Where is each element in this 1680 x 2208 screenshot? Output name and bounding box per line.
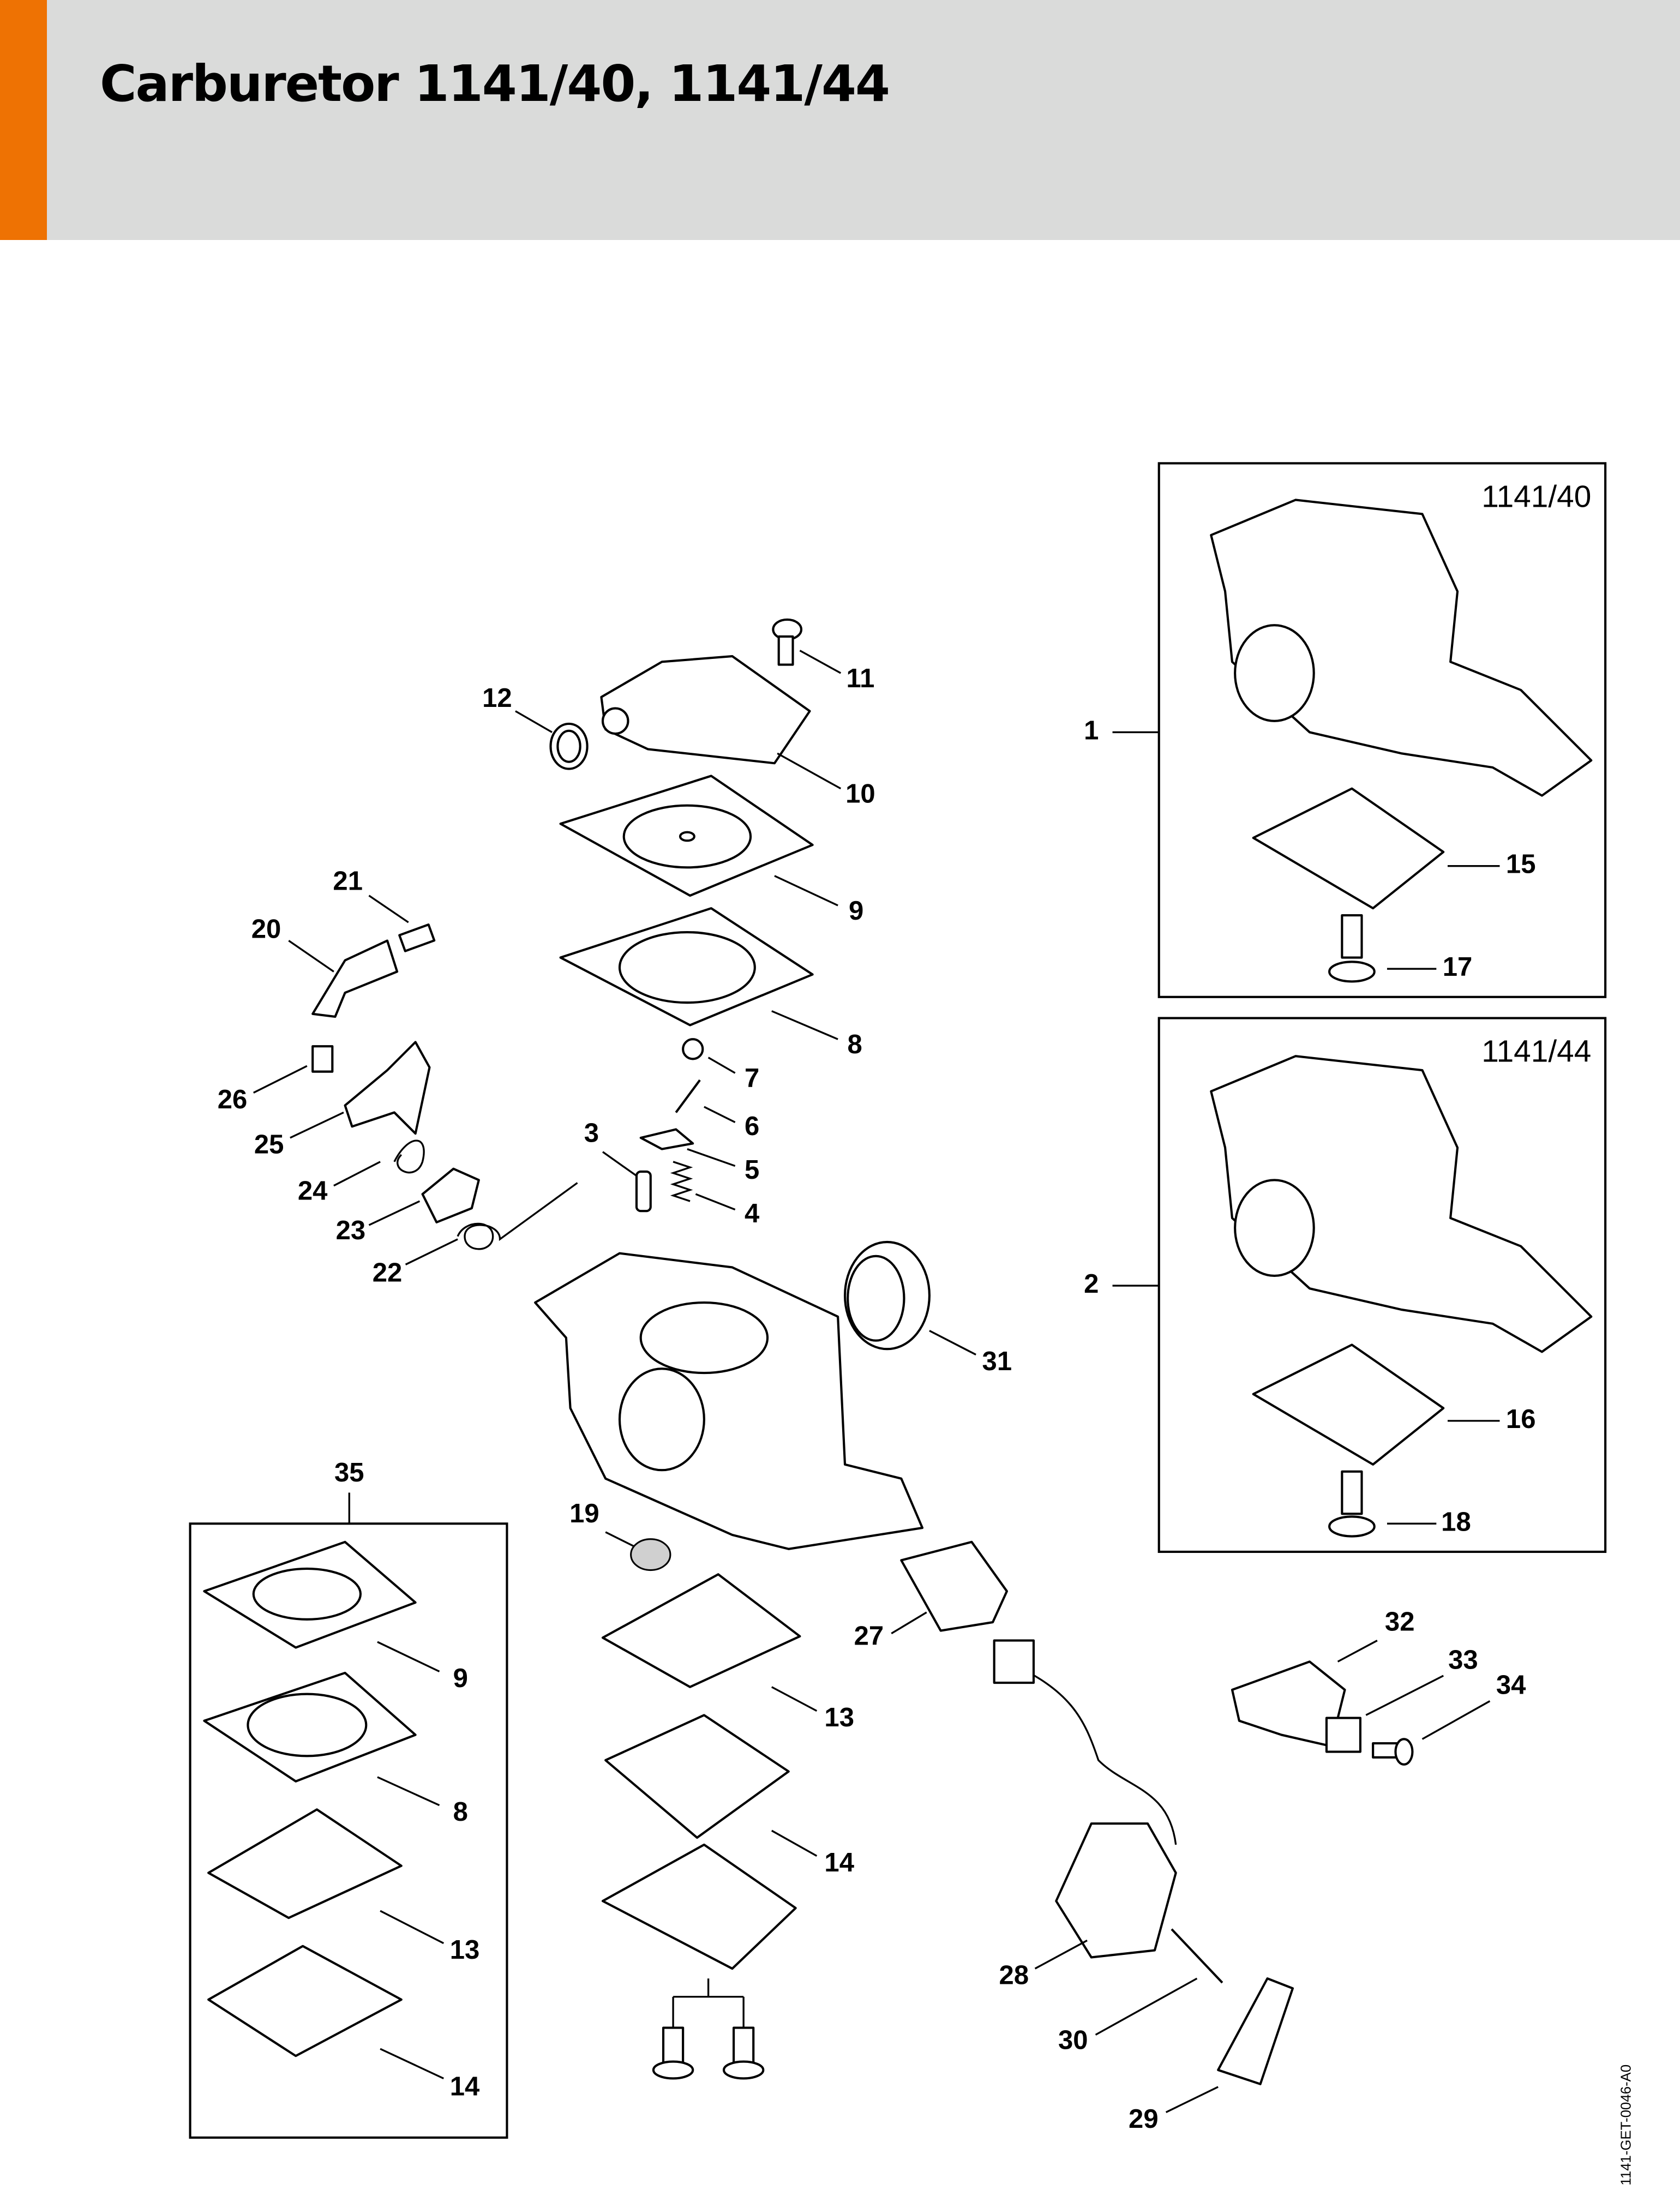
spring-4 (670, 1161, 693, 1202)
torsion-spring-22 (457, 1182, 578, 1250)
screw-18 (1328, 1470, 1376, 1538)
screw-11-icon (772, 618, 803, 666)
metering-cover-15 (1252, 787, 1445, 910)
page-title: Carburetor 1141/40, 1141/44 (100, 55, 890, 113)
screw-34 (1372, 1738, 1414, 1766)
lever-20 (311, 939, 399, 1018)
gasket-14 (604, 1714, 790, 1839)
callout-8: 8 (847, 1030, 862, 1059)
callout-30: 30 (1058, 2025, 1088, 2055)
callout-29: 29 (1129, 2104, 1159, 2134)
variant-label-1141-44: 1141/44 (1481, 1035, 1591, 1069)
carburetor-body (534, 1252, 924, 1550)
callout-33: 33 (1448, 1645, 1478, 1675)
callout-16: 16 (1506, 1405, 1536, 1434)
callout-3: 3 (584, 1119, 599, 1148)
drawing-code: 1141-GET-0046-A0 (1619, 2065, 1634, 2186)
screws-bottom (652, 2026, 765, 2080)
kit-callout-9: 9 (453, 1664, 468, 1693)
kit-diaphragm-13 (207, 1808, 403, 1919)
callout-24: 24 (298, 1177, 328, 1206)
parts (203, 499, 1593, 2085)
clip-23 (421, 1167, 480, 1223)
page-header: Carburetor 1141/40, 1141/44 (0, 0, 1680, 240)
callout-5: 5 (745, 1155, 759, 1185)
screw-30 (1171, 1928, 1223, 1984)
module-28 (1055, 1822, 1177, 1959)
filter-19 (630, 1538, 671, 1571)
screw-7 (682, 1038, 704, 1060)
clip-29 (1217, 1977, 1294, 2085)
needle-3 (635, 1170, 652, 1213)
callout-28: 28 (999, 1961, 1029, 1990)
callout-12: 12 (482, 683, 512, 713)
callout-27: 27 (854, 1621, 884, 1651)
diaphragm-13 (601, 1573, 801, 1688)
kit-callout-13: 13 (450, 1935, 480, 1965)
callouts: 1 2 3 4 5 6 7 8 9 10 11 12 13 14 15 16 1… (218, 664, 1536, 2134)
callout-34: 34 (1496, 1671, 1526, 1700)
callout-19: 19 (569, 1499, 599, 1528)
screw-17 (1328, 914, 1376, 983)
callout-32: 32 (1385, 1607, 1415, 1637)
pump-cover-10 (600, 655, 811, 765)
callout-15: 15 (1506, 850, 1536, 879)
kit-callout-14: 14 (450, 2072, 480, 2102)
kit-gasket-14 (207, 1945, 403, 2057)
callout-10: 10 (845, 779, 875, 809)
callout-25: 25 (254, 1130, 284, 1159)
callout-21: 21 (333, 867, 363, 896)
callout-14: 14 (824, 1848, 854, 1877)
callout-9: 9 (849, 896, 863, 926)
callout-17: 17 (1443, 952, 1473, 982)
wiring-harness (1006, 1660, 1177, 1845)
metering-cover (601, 1843, 797, 1970)
callout-26: 26 (218, 1085, 248, 1114)
variant-label-1141-40: 1141/40 (1481, 479, 1591, 514)
callout-6: 6 (745, 1112, 759, 1141)
accent-bar (0, 0, 47, 240)
solenoid-27 (900, 1540, 1008, 1632)
pin-6 (675, 1079, 701, 1113)
callout-1: 1 (1084, 716, 1099, 745)
lever-25 (344, 1041, 431, 1135)
screw-21 (398, 923, 436, 952)
callout-23: 23 (336, 1216, 366, 1245)
callout-4: 4 (745, 1199, 760, 1228)
leader-lines (253, 650, 1500, 2113)
callout-22: 22 (373, 1258, 403, 1287)
callout-2: 2 (1084, 1269, 1099, 1299)
callout-20: 20 (251, 914, 281, 944)
metering-cover-16 (1252, 1343, 1445, 1466)
callout-35: 35 (334, 1458, 364, 1487)
lever-5 (639, 1128, 694, 1150)
kit-callout-8: 8 (453, 1797, 468, 1827)
variant-box-1141-40 (1157, 462, 1607, 998)
callout-11: 11 (847, 664, 875, 693)
spring-24 (393, 1139, 425, 1174)
clip-33 (1325, 1717, 1361, 1753)
screw-26 (311, 1045, 334, 1073)
callout-18: 18 (1441, 1507, 1471, 1537)
callout-7: 7 (745, 1064, 759, 1093)
callout-31: 31 (982, 1347, 1012, 1376)
callout-13: 13 (824, 1703, 854, 1732)
